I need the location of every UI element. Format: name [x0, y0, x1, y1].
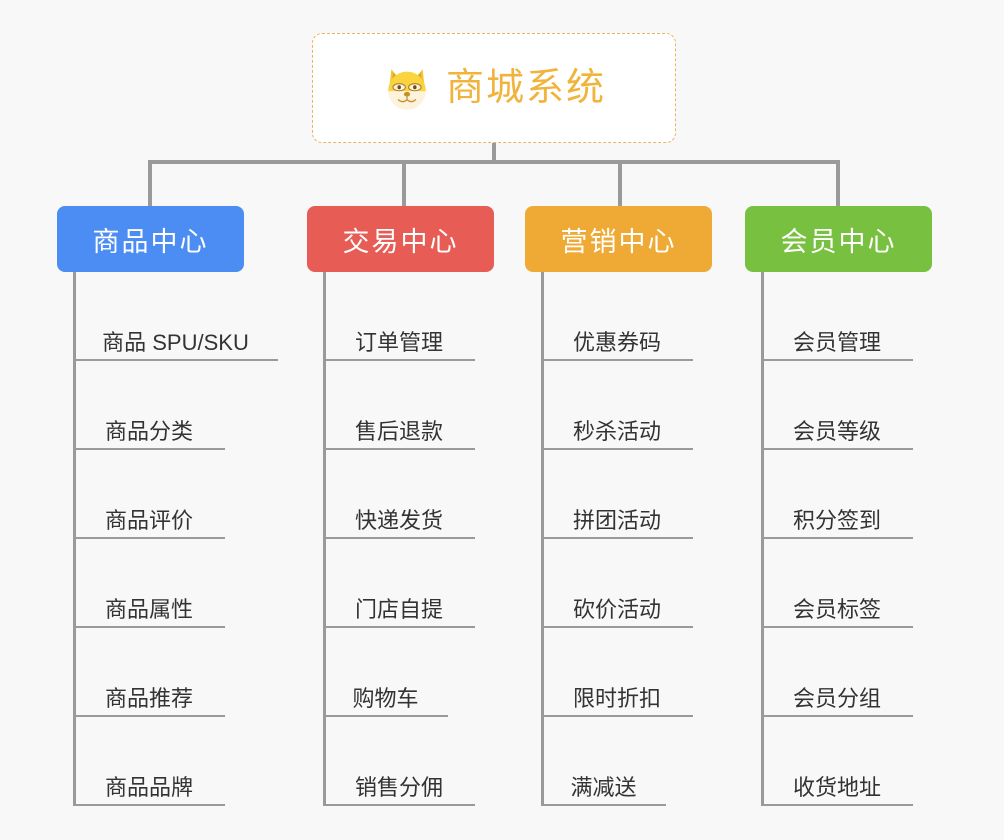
leaf-label: 销售分佣: [354, 774, 443, 800]
leaf-item[interactable]: 拼团活动: [541, 450, 693, 539]
leaf-label: 满减送: [570, 774, 637, 800]
leaf-item[interactable]: 限时折扣: [541, 628, 693, 717]
leaf-label: 商品 SPU/SKU: [102, 329, 249, 355]
leaf-label: 限时折扣: [572, 685, 661, 711]
leaf-item[interactable]: 商品评价: [73, 450, 225, 539]
leaf-label: 砍价活动: [572, 596, 661, 622]
category-header-marketing[interactable]: 营销中心: [525, 206, 712, 272]
category-title: 会员中心: [780, 226, 897, 257]
leaf-item[interactable]: 商品推荐: [73, 628, 225, 717]
category-title: 商品中心: [92, 226, 209, 257]
leaf-label: 收货地址: [792, 774, 881, 800]
leaf-label: 商品推荐: [104, 685, 193, 711]
leaf-label: 门店自提: [354, 596, 443, 622]
leaf-item[interactable]: 商品分类: [73, 361, 225, 450]
leaf-item[interactable]: 秒杀活动: [541, 361, 693, 450]
column-spine: [323, 272, 326, 806]
connector-horizontal-bus: [148, 160, 840, 164]
leaf-item[interactable]: 快递发货: [323, 450, 475, 539]
category-title: 营销中心: [560, 226, 677, 257]
leaf-label: 会员标签: [792, 596, 881, 622]
column-spine: [541, 272, 544, 806]
leaf-item[interactable]: 收货地址: [761, 717, 913, 806]
category-header-member[interactable]: 会员中心: [745, 206, 932, 272]
leaf-item[interactable]: 售后退款: [323, 361, 475, 450]
root-title: 商城系统: [445, 67, 606, 109]
shiba-dog-face-icon: [382, 63, 432, 113]
leaf-item[interactable]: 购物车: [323, 628, 448, 717]
leaf-label: 优惠券码: [572, 329, 661, 355]
connector-drop-2: [402, 160, 406, 206]
leaf-item[interactable]: 积分签到: [761, 450, 913, 539]
leaf-label: 会员等级: [792, 418, 881, 444]
root-node-shop-system[interactable]: 商城系统: [312, 33, 676, 143]
leaf-item[interactable]: 商品品牌: [73, 717, 225, 806]
leaf-label: 会员分组: [792, 685, 881, 711]
leaf-item[interactable]: 订单管理: [323, 272, 475, 361]
category-header-trade[interactable]: 交易中心: [307, 206, 494, 272]
leaf-item[interactable]: 会员等级: [761, 361, 913, 450]
connector-drop-4: [836, 160, 840, 206]
leaf-label: 商品属性: [104, 596, 193, 622]
leaf-label: 积分签到: [792, 507, 881, 533]
leaf-item[interactable]: 会员标签: [761, 539, 913, 628]
leaf-label: 秒杀活动: [572, 418, 661, 444]
leaf-label: 订单管理: [354, 329, 443, 355]
column-spine: [761, 272, 764, 806]
column-spine: [73, 272, 76, 806]
leaf-label: 商品评价: [104, 507, 193, 533]
leaf-item[interactable]: 砍价活动: [541, 539, 693, 628]
category-title: 交易中心: [342, 226, 459, 257]
leaf-label: 会员管理: [792, 329, 881, 355]
leaf-item[interactable]: 优惠券码: [541, 272, 693, 361]
leaf-item[interactable]: 商品属性: [73, 539, 225, 628]
leaf-item[interactable]: 会员管理: [761, 272, 913, 361]
leaf-item[interactable]: 门店自提: [323, 539, 475, 628]
leaf-label: 拼团活动: [572, 507, 661, 533]
connector-drop-3: [618, 160, 622, 206]
leaf-label: 商品品牌: [104, 774, 193, 800]
leaf-label: 售后退款: [354, 418, 443, 444]
leaf-label: 快递发货: [354, 507, 443, 533]
leaf-item[interactable]: 销售分佣: [323, 717, 475, 806]
leaf-item[interactable]: 商品 SPU/SKU: [73, 272, 278, 361]
category-header-product[interactable]: 商品中心: [57, 206, 244, 272]
connector-root-stem: [492, 143, 496, 162]
leaf-item[interactable]: 会员分组: [761, 628, 913, 717]
leaf-label: 商品分类: [104, 418, 193, 444]
leaf-item[interactable]: 满减送: [541, 717, 666, 806]
leaf-label: 购物车: [352, 685, 419, 711]
connector-drop-1: [148, 160, 152, 206]
